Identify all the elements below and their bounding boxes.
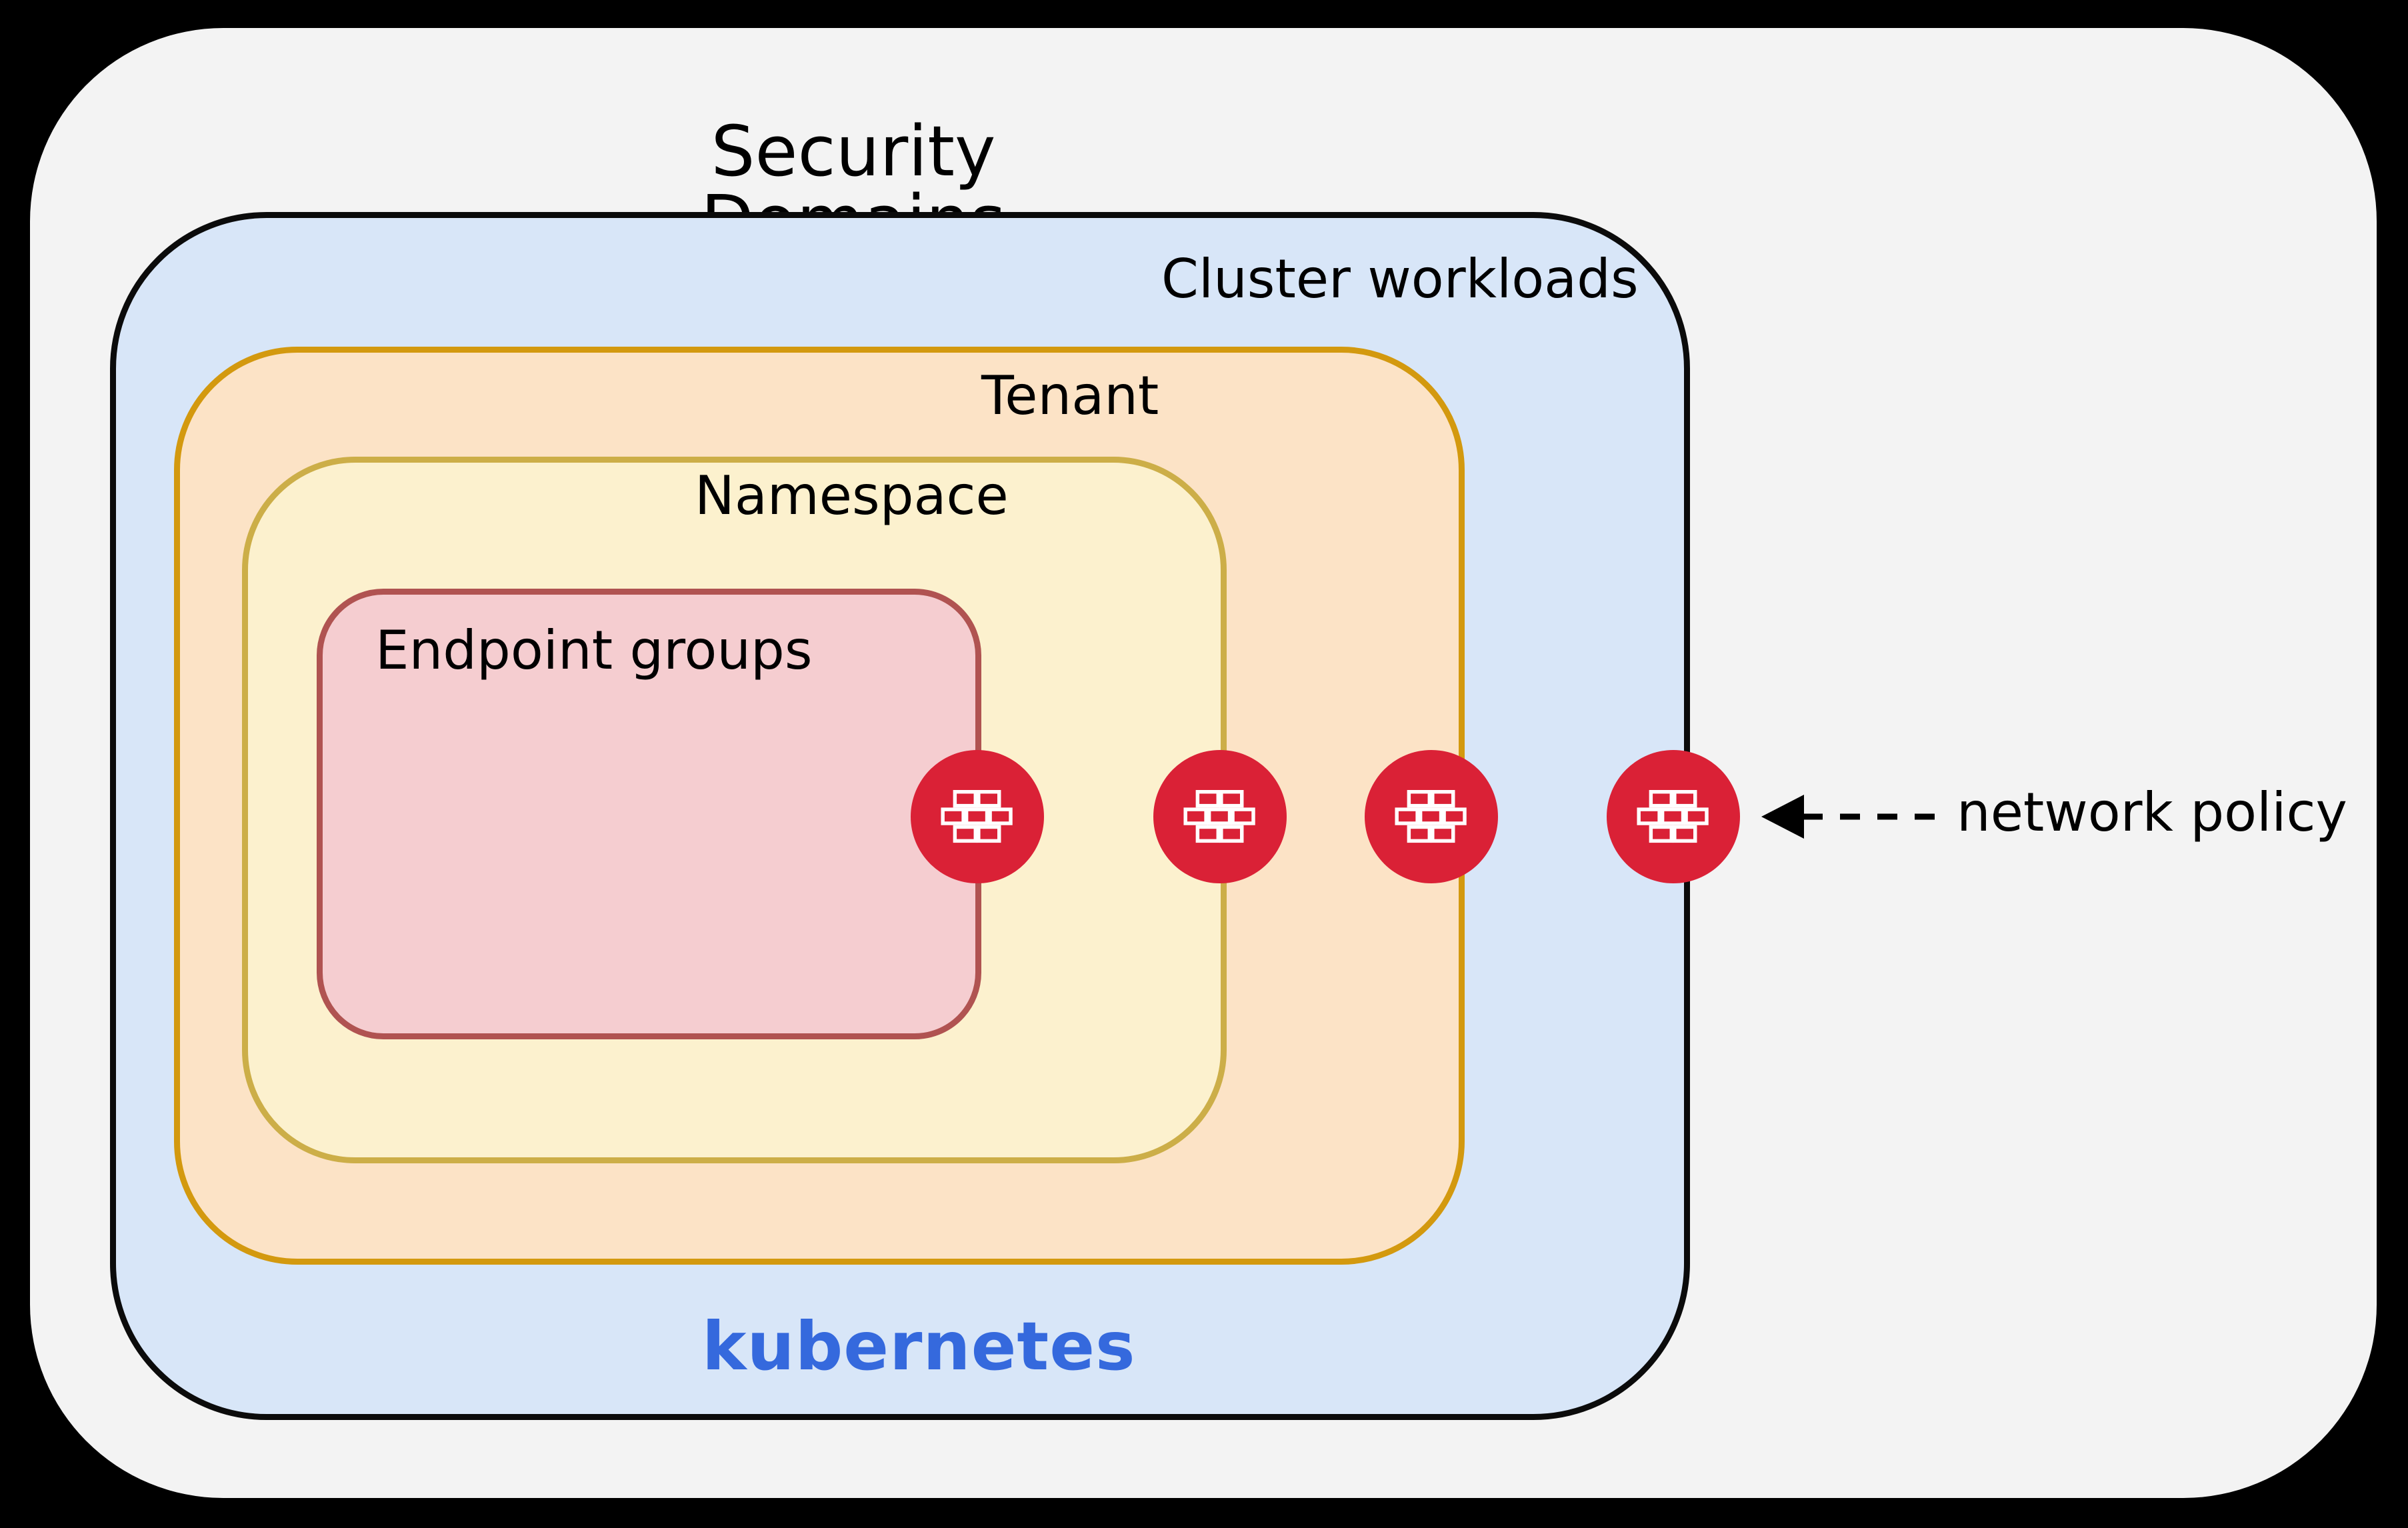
firewall-brick-icon — [1637, 790, 1709, 843]
endpoint-groups-label: Endpoint groups — [375, 619, 813, 681]
firewall-namespace-boundary — [1153, 750, 1287, 883]
network-policy-label: network policy — [1957, 781, 2347, 843]
cluster-workloads-label: Cluster workloads — [1161, 248, 1639, 310]
firewall-cluster-boundary — [1607, 750, 1740, 883]
firewall-brick-icon — [1395, 790, 1467, 843]
firewall-endpoint-boundary — [911, 750, 1044, 883]
firewall-brick-icon — [1183, 790, 1255, 843]
tenant-label: Tenant — [981, 365, 1159, 427]
firewall-tenant-boundary — [1365, 750, 1498, 883]
endpoint-groups-box — [317, 589, 981, 1039]
kubernetes-brand-label: kubernetes — [702, 1307, 1136, 1385]
network-policy-arrow-icon — [1761, 795, 1951, 839]
namespace-label: Namespace — [695, 465, 1009, 527]
firewall-brick-icon — [941, 790, 1013, 843]
